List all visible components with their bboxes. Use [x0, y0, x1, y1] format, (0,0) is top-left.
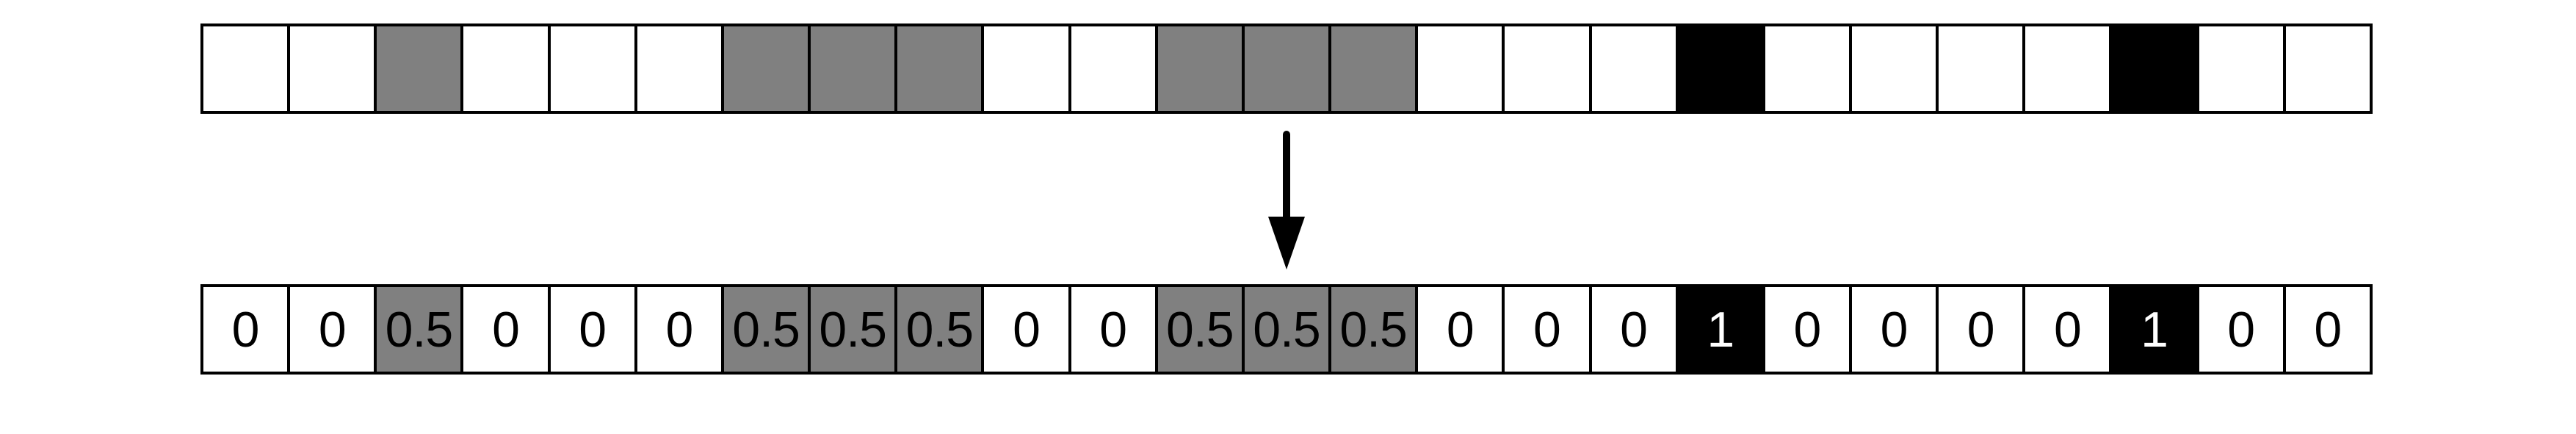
input-row	[200, 23, 2373, 114]
down-arrow-icon	[1283, 131, 1290, 220]
output-cell: 0	[289, 286, 376, 373]
input-cell	[983, 25, 1070, 112]
output-cell: 0.5	[722, 286, 810, 373]
input-cell	[896, 25, 983, 112]
input-cell	[1937, 25, 2025, 112]
input-cell	[1069, 25, 1157, 112]
output-cell: 0	[1763, 286, 1850, 373]
input-cell	[1590, 25, 1677, 112]
input-cell	[1676, 25, 1764, 112]
input-cell	[1330, 25, 1417, 112]
input-cell	[1503, 25, 1591, 112]
input-cell	[549, 25, 636, 112]
input-cell	[722, 25, 810, 112]
output-cell: 1	[2110, 286, 2198, 373]
input-cell	[2024, 25, 2111, 112]
output-cell: 0.5	[375, 286, 463, 373]
input-cell	[1850, 25, 1938, 112]
output-cell: 0	[1850, 286, 1938, 373]
output-cell: 0	[1417, 286, 1504, 373]
input-cell	[635, 25, 723, 112]
output-cell: 0	[1503, 286, 1591, 373]
input-cell	[375, 25, 463, 112]
output-cell: 1	[1676, 286, 1764, 373]
output-cell: 0	[983, 286, 1070, 373]
output-cell: 0.5	[1330, 286, 1417, 373]
output-cell: 0	[2197, 286, 2284, 373]
input-cell	[809, 25, 897, 112]
output-cell: 0	[202, 286, 289, 373]
output-cell: 0	[635, 286, 723, 373]
down-arrow-head-icon	[1268, 217, 1305, 270]
output-cell: 0.5	[1242, 286, 1331, 373]
input-cell	[2197, 25, 2284, 112]
output-cell: 0	[462, 286, 549, 373]
output-cell: 0	[2284, 286, 2371, 373]
input-cell	[289, 25, 376, 112]
output-cell: 0	[549, 286, 636, 373]
input-cell	[1242, 25, 1331, 112]
input-cell	[1156, 25, 1243, 112]
input-cell	[2284, 25, 2371, 112]
output-cell: 0	[1590, 286, 1677, 373]
input-cell	[2110, 25, 2198, 112]
input-cell	[1417, 25, 1504, 112]
output-cell: 0.5	[1156, 286, 1243, 373]
output-cell: 0.5	[896, 286, 983, 373]
output-cell: 0	[1937, 286, 2025, 373]
input-cell	[1763, 25, 1850, 112]
input-cell	[202, 25, 289, 112]
input-cell	[462, 25, 549, 112]
output-cell: 0.5	[809, 286, 897, 373]
output-cell: 0	[2024, 286, 2111, 373]
output-cell: 0	[1069, 286, 1157, 373]
